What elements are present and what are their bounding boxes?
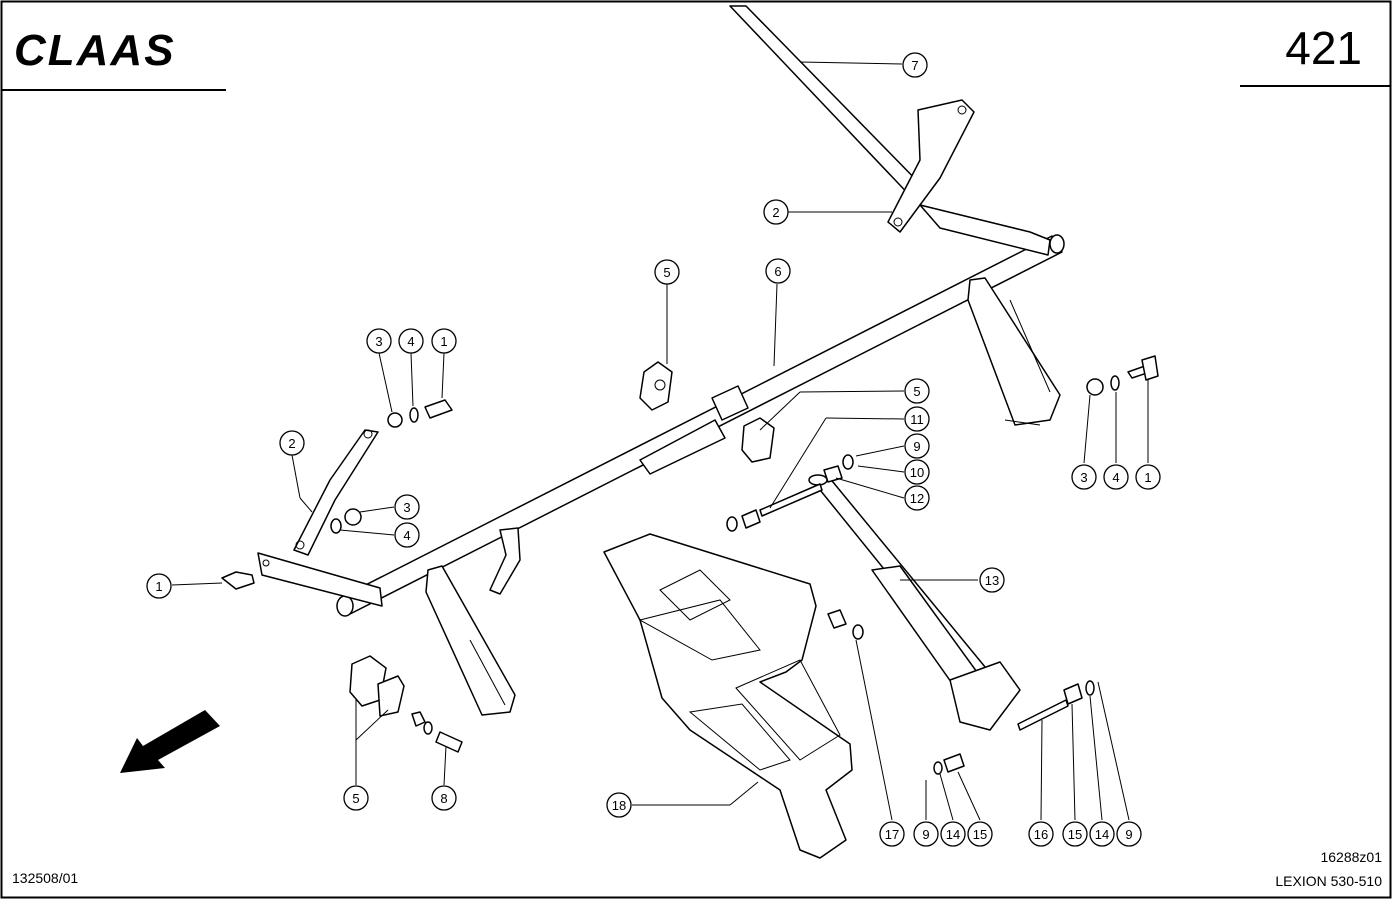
svg-text:5: 5	[352, 791, 359, 806]
callout-1-left-top: 1	[431, 328, 457, 354]
callout-2-right: 2	[763, 199, 789, 225]
document-code: 132508/01	[12, 870, 78, 886]
svg-text:12: 12	[910, 491, 924, 506]
callout-5-right: 5	[904, 378, 930, 404]
svg-text:3: 3	[403, 500, 410, 515]
svg-text:8: 8	[440, 791, 447, 806]
callout-3-left-top: 3	[366, 328, 392, 354]
svg-text:2: 2	[288, 436, 295, 451]
svg-text:3: 3	[1080, 470, 1087, 485]
svg-text:15: 15	[1068, 827, 1082, 842]
svg-text:18: 18	[612, 798, 626, 813]
callout-9-bottom-left: 9	[913, 821, 939, 847]
callout-5-top: 5	[654, 259, 680, 285]
callout-9-top: 9	[904, 433, 930, 459]
svg-text:10: 10	[910, 465, 924, 480]
callout-6: 6	[765, 258, 791, 284]
callout-16: 16	[1028, 821, 1054, 847]
leader-lines	[171, 61, 1149, 821]
svg-text:4: 4	[403, 528, 410, 543]
callout-8: 8	[431, 785, 457, 811]
svg-text:16: 16	[1034, 827, 1048, 842]
svg-text:14: 14	[1095, 827, 1109, 842]
page-number: 421	[1285, 22, 1362, 74]
svg-text:11: 11	[910, 412, 924, 427]
callout-7: 7	[902, 52, 928, 78]
svg-text:5: 5	[913, 384, 920, 399]
drawing-number: 16288z01	[1320, 849, 1382, 865]
callout-13: 13	[979, 567, 1005, 593]
svg-text:6: 6	[774, 264, 781, 279]
svg-text:17: 17	[885, 827, 899, 842]
callout-18: 18	[606, 792, 632, 818]
svg-text:1: 1	[440, 334, 447, 349]
callout-12: 12	[904, 485, 930, 511]
callout-3-left-mid: 3	[394, 494, 420, 520]
direction-arrow-icon	[120, 710, 220, 773]
callout-17: 17	[879, 821, 905, 847]
callout-1-right: 1	[1135, 464, 1161, 490]
parts-line-art	[221, 5, 1159, 859]
callout-4-left-mid: 4	[394, 522, 420, 548]
svg-text:1: 1	[155, 579, 162, 594]
svg-text:4: 4	[407, 334, 414, 349]
svg-text:1: 1	[1144, 470, 1151, 485]
svg-text:9: 9	[1125, 827, 1132, 842]
svg-text:13: 13	[985, 573, 999, 588]
callout-2-left: 2	[279, 430, 305, 456]
brand-logo: CLAAS	[14, 26, 176, 75]
callout-1-left: 1	[146, 573, 172, 599]
svg-text:9: 9	[913, 439, 920, 454]
callout-15-left: 15	[967, 821, 993, 847]
svg-text:7: 7	[911, 58, 918, 73]
callout-5-bottom: 5	[343, 785, 369, 811]
svg-text:14: 14	[946, 827, 960, 842]
callout-9-bottom-right: 9	[1116, 821, 1142, 847]
callout-14-right: 14	[1089, 821, 1115, 847]
callout-14-left: 14	[940, 821, 966, 847]
callout-15-right: 15	[1062, 821, 1088, 847]
callout-11: 11	[904, 406, 930, 432]
callout-4-right: 4	[1103, 464, 1129, 490]
svg-text:9: 9	[922, 827, 929, 842]
callout-3-right: 3	[1071, 464, 1097, 490]
callout-4-left-top: 4	[398, 328, 424, 354]
svg-text:2: 2	[772, 205, 779, 220]
svg-text:3: 3	[375, 334, 382, 349]
model-name: LEXION 530-510	[1275, 873, 1382, 889]
svg-text:4: 4	[1112, 470, 1119, 485]
svg-text:5: 5	[663, 265, 670, 280]
callout-10: 10	[904, 459, 930, 485]
svg-text:15: 15	[973, 827, 987, 842]
